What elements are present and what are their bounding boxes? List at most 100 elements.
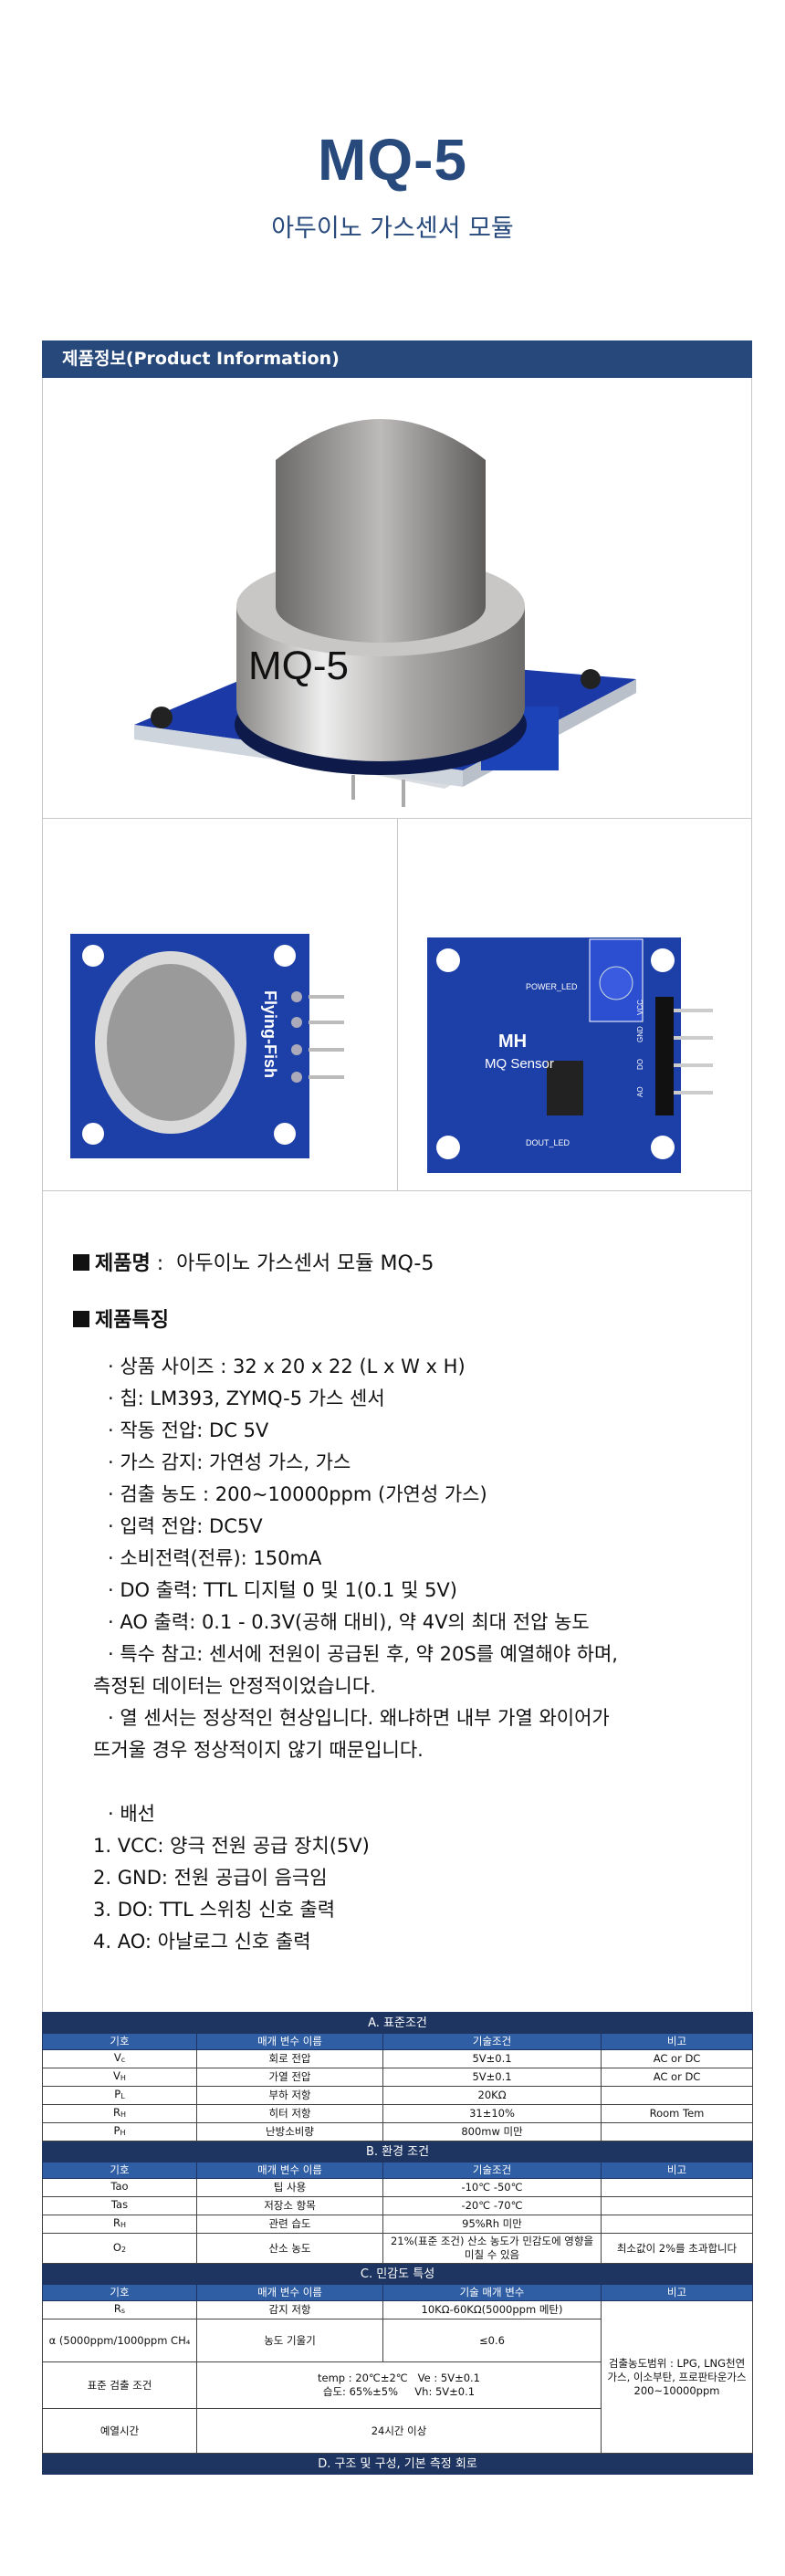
section-header: A. 표준조건	[41, 2012, 754, 2034]
product-name-value: 아두이노 가스센서 모듈 MQ-5	[176, 1252, 434, 1275]
features-heading: 제품특징	[73, 1304, 169, 1333]
product-info-bar: 제품정보(Product Information)	[42, 340, 752, 378]
front-board-label: Flying-Fish	[261, 990, 279, 1078]
symbol: Tas	[110, 2198, 129, 2211]
wiring-label: · 배선	[108, 1803, 155, 1825]
column-header-condition: 기술조건	[382, 2033, 602, 2050]
parameter-cell: 농도 기울기	[196, 2319, 383, 2362]
symbol: O	[112, 2240, 121, 2254]
back-name-label: MQ Sensor	[485, 1056, 554, 1072]
section-title: D. 구조 및 구성, 기본 측정 회로	[41, 2453, 754, 2475]
front-view-image: Flying-Fish	[43, 819, 397, 1190]
colon: :	[150, 1252, 177, 1275]
symbol-cell: RH	[42, 2104, 197, 2123]
note-cell: Room Tem	[600, 2104, 754, 2123]
pin-label-vcc: VCC	[636, 1000, 644, 1015]
column-header-note: 비고	[600, 2033, 754, 2050]
symbol-cell: Tao	[42, 2178, 197, 2197]
column-header-parameter: 매개 변수 이름	[196, 2284, 383, 2301]
power-led-label: POWER_LED	[526, 982, 578, 991]
column-header-parameter: 매개 변수 이름	[196, 2162, 383, 2179]
square-bullet-icon	[73, 1311, 89, 1327]
product-name-line: 제품명 : 아두이노 가스센서 모듈 MQ-5	[73, 1247, 434, 1276]
symbol-subscript: H	[120, 2110, 126, 2119]
condition-cell: 95%Rh 미만	[382, 2215, 602, 2234]
parameter-cell: 팁 사용	[196, 2178, 383, 2197]
condition-cell: -20℃ -70℃	[382, 2196, 602, 2215]
feature-item: · 작동 전압: DC 5V	[108, 1419, 269, 1441]
parameter-cell: 산소 농도	[196, 2233, 383, 2264]
parameter-cell: 감지 저항	[196, 2300, 383, 2319]
symbol-cell: Rs	[42, 2300, 197, 2319]
feature-item: · 가스 감지: 가연성 가스, 가스	[108, 1451, 351, 1473]
condition-cell: 31±10%	[382, 2104, 602, 2123]
main-image-label: MQ-5	[248, 644, 349, 688]
column-header-symbol: 기호	[42, 2033, 197, 2050]
feature-item: · 검출 농도 : 200~10000ppm (가연성 가스)	[108, 1483, 487, 1505]
symbol-cell: 예열시간	[42, 2408, 197, 2454]
note-cell: 검출농도범위 : LPG, LNG천연가스, 이소부탄, 프로판타운가스 200…	[600, 2300, 754, 2454]
wiring-item: 2. GND: 전원 공급이 음극임	[93, 1867, 328, 1889]
symbol-subscript: L	[120, 2092, 125, 2100]
symbol-subscript: 2	[120, 2245, 127, 2254]
parameter-cell: 히터 저항	[196, 2104, 383, 2123]
symbol: Tao	[110, 2180, 129, 2193]
parameter-cell: 가열 전압	[196, 2068, 383, 2087]
pin-label-do: DO	[636, 1059, 644, 1070]
features-list: · 상품 사이즈 : 32 x 20 x 22 (L x W x H) · 칩:…	[93, 1351, 738, 1958]
condition-cell: 24시간 이상	[196, 2408, 602, 2454]
column-header-symbol: 기호	[42, 2284, 197, 2301]
condition-cell: 10KΩ-60KΩ(5000ppm 메탄)	[382, 2300, 602, 2319]
feature-item: · 칩: LM393, ZYMQ-5 가스 센서	[108, 1387, 385, 1409]
wiring-item: 4. AO: 아날로그 신호 출력	[93, 1931, 311, 1953]
symbol: R	[112, 2216, 120, 2229]
page-title: MQ-5	[318, 127, 467, 193]
feature-item: · AO 출력: 0.1 - 0.3V(공해 대비), 약 4V의 최대 전압 …	[108, 1611, 590, 1633]
column-header-symbol: 기호	[42, 2162, 197, 2179]
note-cell	[600, 2178, 754, 2197]
symbol: P	[114, 2088, 121, 2100]
condition-line: 습도: 65%±5% Vh: 5V±0.1	[322, 2385, 476, 2398]
note-cell: AC or DC	[600, 2068, 754, 2087]
column-header-condition: 기술 매개 변수	[382, 2284, 602, 2301]
note-cell: AC or DC	[600, 2049, 754, 2068]
symbol-cell: α (5000ppm/1000ppm CH₄	[42, 2319, 197, 2362]
column-header-parameter: 매개 변수 이름	[196, 2033, 383, 2050]
symbol-cell: 표준 검출 조건	[42, 2361, 197, 2409]
section-header: C. 민감도 특성	[41, 2263, 754, 2285]
note-cell	[600, 2196, 754, 2215]
spacer	[108, 1766, 738, 1798]
feature-item: · 특수 참고: 센서에 전원이 공급된 후, 약 20S를 예열해야 하며,	[108, 1643, 618, 1665]
dout-led-label: DOUT_LED	[526, 1138, 570, 1147]
features-label: 제품특징	[95, 1309, 169, 1332]
condition-cell: 20KΩ	[382, 2086, 602, 2105]
pin-label-ao: AO	[636, 1086, 644, 1097]
condition-cell: -10℃ -50℃	[382, 2178, 602, 2197]
symbol-subscript: s	[120, 2307, 126, 2315]
symbol-cell: RH	[42, 2215, 197, 2234]
parameter-cell: 저장소 항목	[196, 2196, 383, 2215]
wiring-item: 1. VCC: 양극 전원 공급 장치(5V)	[93, 1835, 370, 1857]
condition-cell: 5V±0.1	[382, 2068, 602, 2087]
symbol-cell: Vc	[42, 2049, 197, 2068]
note-cell	[600, 2086, 754, 2105]
page-subtitle: 아두이노 가스센서 모듈	[271, 215, 514, 243]
table-row: Tao 팁 사용-10℃ -50℃	[42, 2178, 754, 2197]
symbol: P	[113, 2124, 120, 2137]
section-title: C. 민감도 특성	[41, 2263, 754, 2285]
section-header: B. 환경 조건	[41, 2141, 754, 2162]
parameter-cell: 회로 전압	[196, 2049, 383, 2068]
